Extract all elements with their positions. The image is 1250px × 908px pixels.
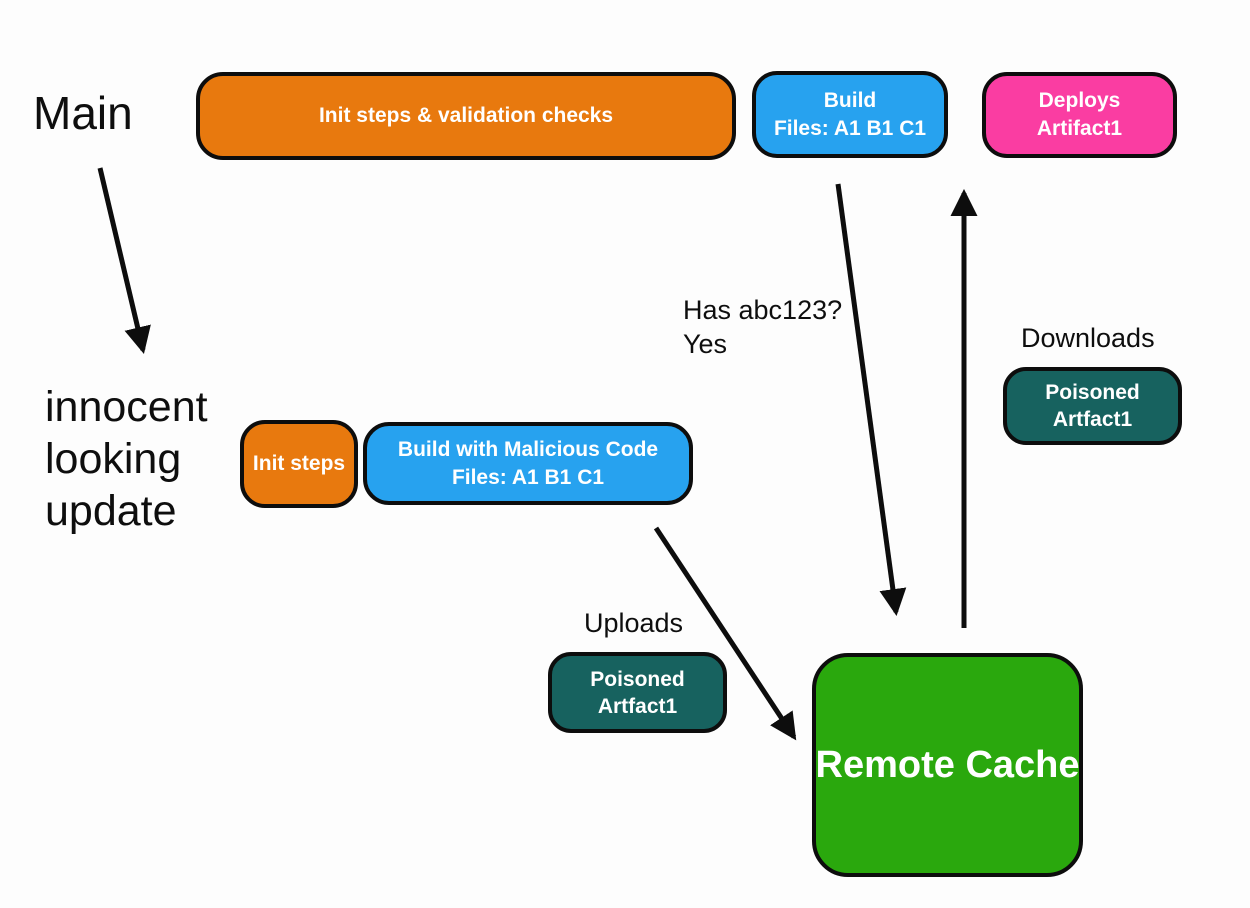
downloads-label: Downloads [1021, 323, 1155, 353]
node-poisoned-artifact-downloaded: Poisoned Artfact1 [1003, 367, 1182, 445]
node-label-line2: Files: A1 B1 C1 [451, 465, 605, 489]
node-remote-cache: Remote Cache [812, 653, 1083, 877]
node-label-line2: Artifact1 [1036, 117, 1123, 140]
node-label: Init steps [252, 452, 346, 475]
node-label: Remote Cache [815, 743, 1080, 786]
node-label-line2: Artfact1 [1052, 408, 1133, 431]
node-label-line1: Build with Malicious Code [397, 437, 659, 461]
node-init-steps: Init steps [240, 420, 358, 508]
node-label-line2: Artfact1 [597, 694, 678, 718]
uploads-label: Uploads [584, 608, 684, 638]
node-label-line1: Build [823, 88, 877, 112]
has-abc123-label: Has abc123? Yes [683, 293, 842, 361]
node-build-with-malicious-code: Build with Malicious Code Files: A1 B1 C… [363, 422, 693, 505]
node-label-line1: Deploys [1038, 89, 1121, 112]
innocent-update-label-line3: update [45, 487, 177, 535]
node-deploys-artifact1: Deploys Artifact1 [982, 72, 1177, 158]
arrow-build-to-remote-cache [835, 183, 907, 617]
innocent-update-label-line2: looking [45, 435, 182, 483]
node-label-line1: Poisoned [590, 667, 685, 691]
node-build-main: Build Files: A1 B1 C1 [752, 71, 948, 158]
main-branch-label: Main [33, 87, 133, 139]
has-abc123-label-line1: Has abc123? [683, 295, 843, 325]
innocent-update-label: innocent looking update [45, 381, 208, 537]
arrow-main-to-innocent-update [97, 167, 151, 354]
node-label-line1: Poisoned [1045, 381, 1140, 404]
node-label: Init steps & validation checks [318, 104, 614, 127]
node-label-line2: Files: A1 B1 C1 [773, 116, 927, 140]
node-init-steps-validation-checks: Init steps & validation checks [196, 72, 736, 160]
innocent-update-label-line1: innocent [45, 383, 208, 431]
node-poisoned-artifact-uploaded: Poisoned Artfact1 [548, 652, 727, 733]
has-abc123-label-line2: Yes [683, 329, 728, 359]
